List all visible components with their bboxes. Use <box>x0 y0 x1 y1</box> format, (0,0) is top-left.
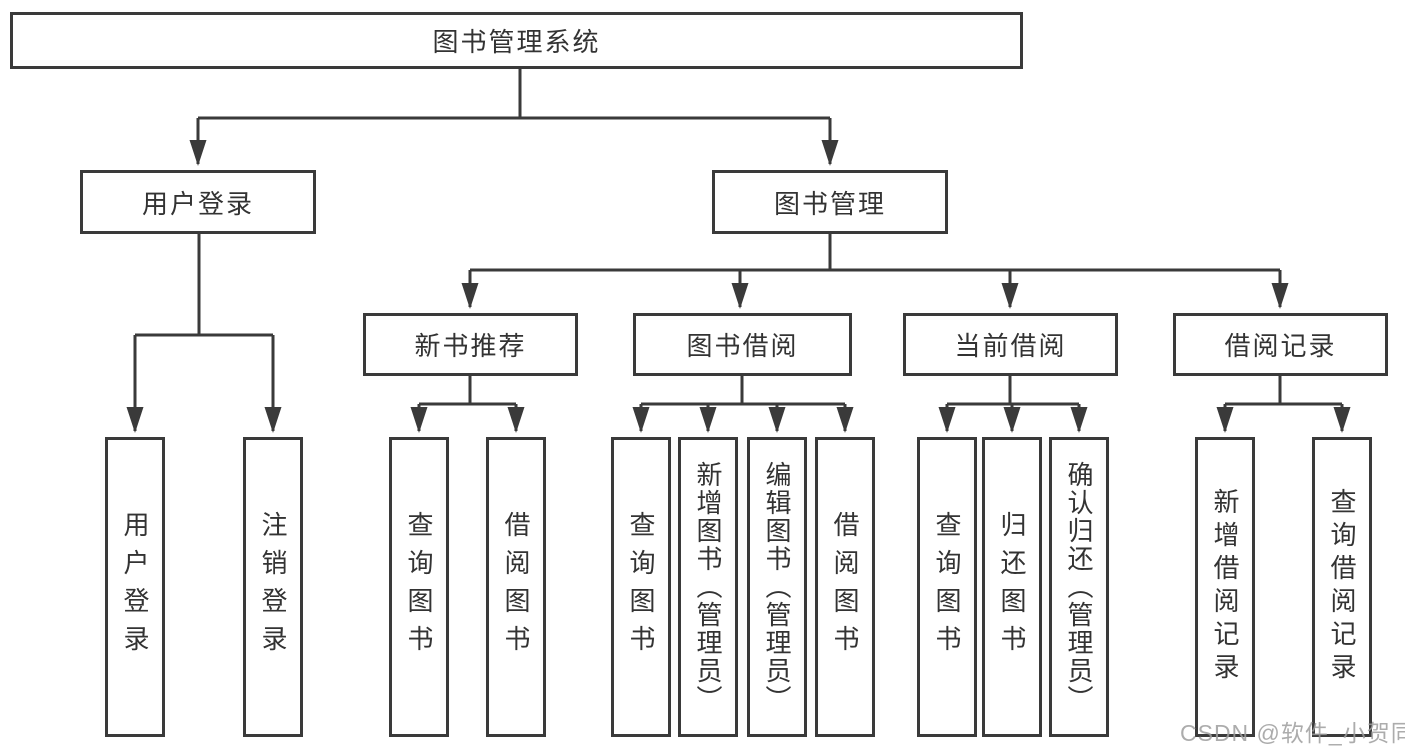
node-label: 借阅图书 <box>501 511 531 663</box>
leaf-current-query-books: 查询图书 <box>917 437 977 737</box>
node-borrow-record: 借阅记录 <box>1173 313 1388 376</box>
node-book-borrow: 图书借阅 <box>633 313 852 376</box>
node-label: 图书借阅 <box>686 331 799 361</box>
leaf-user-login: 用户登录 <box>105 437 165 737</box>
leaf-add-books-admin: 新增图书（管理员） <box>678 437 738 737</box>
node-label: 图书管理系统 <box>432 27 601 57</box>
leaf-borrow-books: 借阅图书 <box>815 437 875 737</box>
leaf-return-books: 归还图书 <box>982 437 1042 737</box>
node-label: 图书管理 <box>773 188 886 219</box>
node-user-login: 用户登录 <box>80 170 316 234</box>
leaf-recommend-query-books: 查询图书 <box>389 437 449 737</box>
node-label: 查询图书 <box>626 511 656 663</box>
node-book-management: 图书管理 <box>712 170 948 234</box>
leaf-query-borrow-record: 查询借阅记录 <box>1312 437 1372 737</box>
leaf-recommend-borrow-books: 借阅图书 <box>486 437 546 737</box>
node-label: 用户登录 <box>141 188 254 219</box>
node-current-borrow: 当前借阅 <box>903 313 1118 376</box>
node-label: 新书推荐 <box>414 331 527 361</box>
node-label: 用户登录 <box>120 511 150 663</box>
node-label: 编辑图书（管理员） <box>762 461 792 713</box>
node-library-management-system: 图书管理系统 <box>10 12 1023 69</box>
node-label: 查询借阅记录 <box>1327 488 1357 686</box>
leaf-confirm-return-admin: 确认归还（管理员） <box>1049 437 1109 737</box>
node-label: 查询图书 <box>932 511 962 663</box>
leaf-borrow-query-books: 查询图书 <box>611 437 671 737</box>
node-label: 新增借阅记录 <box>1210 488 1240 686</box>
csdn-watermark: CSDN @软件_小贺同学 <box>1180 720 1405 746</box>
node-label: 归还图书 <box>997 511 1027 663</box>
node-new-book-recommend: 新书推荐 <box>363 313 578 376</box>
leaf-add-borrow-record: 新增借阅记录 <box>1195 437 1255 737</box>
node-label: 确认归还（管理员） <box>1064 461 1094 713</box>
node-label: 查询图书 <box>404 511 434 663</box>
leaf-logout: 注销登录 <box>243 437 303 737</box>
node-label: 借阅记录 <box>1224 331 1337 361</box>
node-label: 借阅图书 <box>830 511 860 663</box>
node-label: 注销登录 <box>258 511 288 663</box>
node-label: 当前借阅 <box>954 331 1067 361</box>
node-label: 新增图书（管理员） <box>693 461 723 713</box>
leaf-edit-books-admin: 编辑图书（管理员） <box>747 437 807 737</box>
